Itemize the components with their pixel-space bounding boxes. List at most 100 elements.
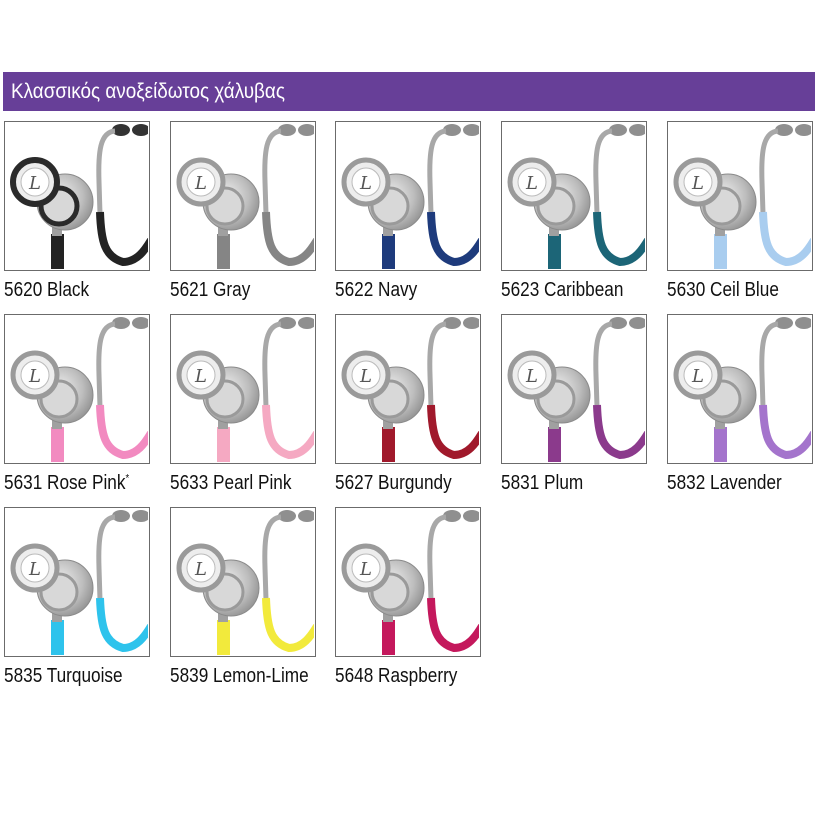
- ear-tips-icon: [775, 124, 811, 136]
- product-code: 5631: [4, 472, 43, 494]
- binaural-tube: [427, 321, 447, 408]
- stethoscope-image: L: [501, 314, 647, 464]
- product-code: 5832: [667, 472, 706, 494]
- product-item[interactable]: L 5631 Rose Pink*: [4, 314, 152, 495]
- color-tube: [262, 211, 314, 267]
- product-item[interactable]: L 5835 Turquoise: [4, 507, 152, 688]
- product-label: 5630 Ceil Blue: [667, 279, 779, 302]
- stethoscope-image: L: [170, 121, 316, 271]
- stethoscope-image: L: [667, 314, 813, 464]
- product-code: 5648: [335, 665, 374, 687]
- ear-tips-icon: [112, 124, 148, 136]
- product-item[interactable]: L 5623 Caribbean: [501, 121, 649, 302]
- product-item[interactable]: L 5831 Plum: [501, 314, 649, 495]
- stem-tube: [217, 620, 230, 655]
- stethoscope-image: L: [335, 121, 481, 271]
- svg-text:L: L: [359, 559, 372, 580]
- product-item[interactable]: L 5630 Ceil Blue: [667, 121, 815, 302]
- color-tube: [593, 211, 645, 267]
- product-item[interactable]: L 5839 Lemon-Lime: [170, 507, 318, 688]
- stem-tube: [51, 620, 64, 655]
- ear-tips-icon: [775, 317, 811, 329]
- color-tube: [96, 404, 148, 460]
- svg-text:L: L: [691, 366, 704, 387]
- product-code: 5835: [4, 665, 43, 687]
- ear-tips-icon: [443, 124, 479, 136]
- svg-text:L: L: [359, 173, 372, 194]
- product-name: Turquoise: [46, 665, 123, 687]
- product-label: 5631 Rose Pink*: [4, 472, 129, 495]
- product-name: Plum: [544, 472, 584, 494]
- stethoscope-image: L: [4, 507, 150, 657]
- svg-text:L: L: [28, 366, 41, 387]
- binaural-tube: [96, 128, 116, 215]
- product-label: 5831 Plum: [501, 472, 583, 495]
- svg-text:L: L: [28, 559, 41, 580]
- product-label: 5835 Turquoise: [4, 665, 123, 688]
- product-name: Navy: [378, 279, 418, 301]
- product-name: Ceil Blue: [710, 279, 779, 301]
- product-code: 5630: [667, 279, 706, 301]
- product-label: 5633 Pearl Pink: [170, 472, 291, 495]
- stem-tube: [548, 234, 561, 269]
- binaural-tube: [96, 514, 116, 601]
- stethoscope-image: L: [335, 314, 481, 464]
- product-label: 5622 Navy: [335, 279, 417, 302]
- product-label: 5620 Black: [4, 279, 89, 302]
- ear-tips-icon: [278, 510, 314, 522]
- stem-tube: [382, 620, 395, 655]
- product-item[interactable]: L 5832 Lavender: [667, 314, 815, 495]
- stem-tube: [217, 234, 230, 269]
- binaural-tube: [427, 514, 447, 601]
- footnote-mark: *: [125, 472, 130, 485]
- color-tube: [427, 404, 479, 460]
- stem-tube: [548, 427, 561, 462]
- color-tube: [96, 597, 148, 653]
- stem-tube: [51, 234, 64, 269]
- svg-text:L: L: [525, 366, 538, 387]
- binaural-tube: [427, 128, 447, 215]
- product-code: 5839: [170, 665, 209, 687]
- product-label: 5648 Raspberry: [335, 665, 457, 688]
- product-name: Gray: [213, 279, 251, 301]
- color-tube: [262, 404, 314, 460]
- product-code: 5621: [170, 279, 209, 301]
- stethoscope-image: L: [170, 507, 316, 657]
- svg-text:L: L: [194, 559, 207, 580]
- product-item[interactable]: L 5621 Gray: [170, 121, 318, 302]
- binaural-tube: [262, 514, 282, 601]
- product-code: 5623: [501, 279, 540, 301]
- product-label: 5832 Lavender: [667, 472, 782, 495]
- ear-tips-icon: [443, 317, 479, 329]
- color-tube: [759, 404, 811, 460]
- product-item[interactable]: L 5622 Navy: [335, 121, 483, 302]
- product-code: 5620: [4, 279, 43, 301]
- ear-tips-icon: [278, 124, 314, 136]
- stethoscope-image: L: [4, 121, 150, 271]
- stethoscope-image: L: [4, 314, 150, 464]
- binaural-tube: [593, 128, 613, 215]
- product-item[interactable]: L 5627 Burgundy: [335, 314, 483, 495]
- binaural-tube: [96, 321, 116, 408]
- binaural-tube: [593, 321, 613, 408]
- product-name: Burgundy: [378, 472, 452, 494]
- product-code: 5622: [335, 279, 374, 301]
- binaural-tube: [759, 128, 779, 215]
- product-item[interactable]: L 5633 Pearl Pink: [170, 314, 318, 495]
- stethoscope-image: L: [335, 507, 481, 657]
- product-item[interactable]: L 5648 Raspberry: [335, 507, 483, 688]
- stem-tube: [382, 427, 395, 462]
- product-name: Lemon-Lime: [213, 665, 309, 687]
- color-tube: [427, 211, 479, 267]
- ear-tips-icon: [112, 317, 148, 329]
- stethoscope-image: L: [667, 121, 813, 271]
- binaural-tube: [759, 321, 779, 408]
- ear-tips-icon: [609, 317, 645, 329]
- product-item[interactable]: L 5620 Black: [4, 121, 152, 302]
- color-tube: [593, 404, 645, 460]
- product-label: 5623 Caribbean: [501, 279, 623, 302]
- ear-tips-icon: [278, 317, 314, 329]
- svg-text:L: L: [359, 366, 372, 387]
- product-name: Lavender: [710, 472, 782, 494]
- svg-text:L: L: [194, 173, 207, 194]
